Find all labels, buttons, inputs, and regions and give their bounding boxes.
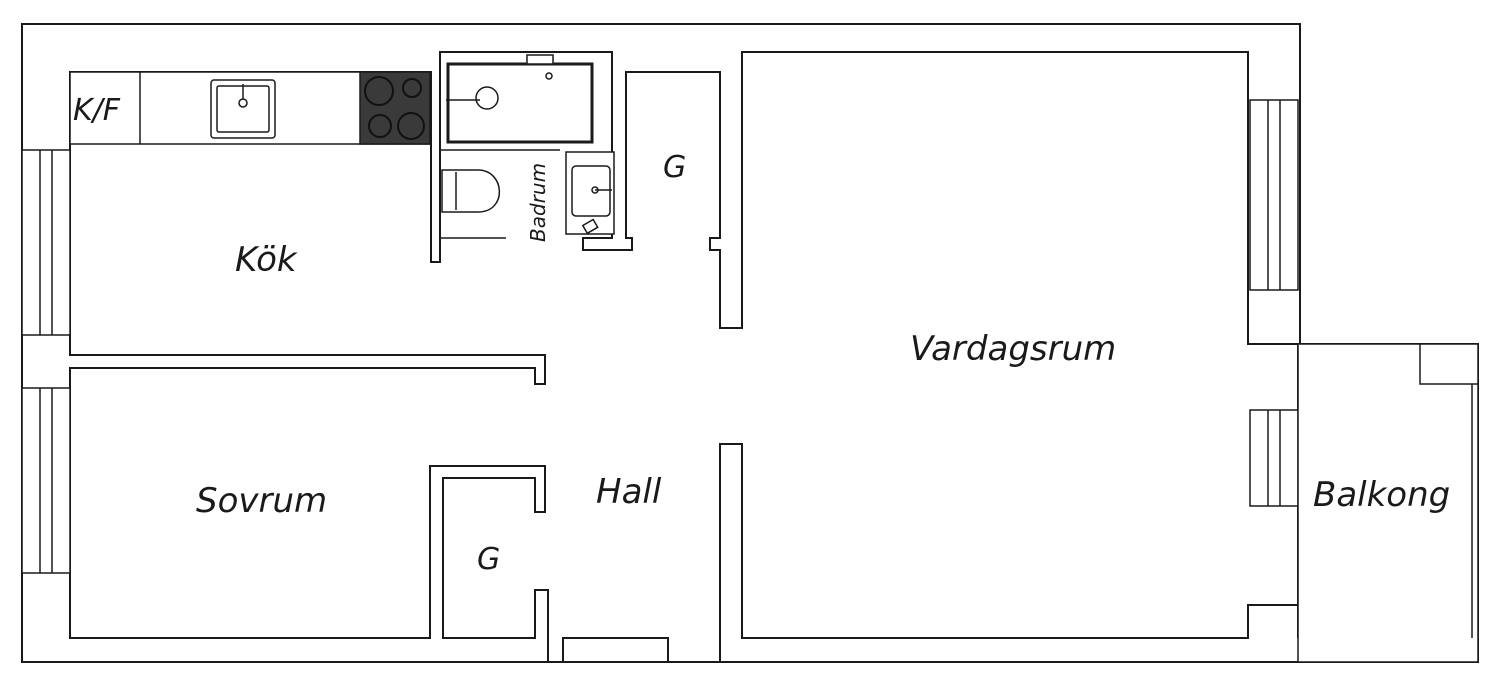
window-icon (1249, 409, 1299, 507)
bathtub-icon (446, 54, 594, 144)
stove-icon (359, 71, 431, 145)
bedroom-label: Sovrum (196, 481, 327, 521)
kitchen-label: Kök (235, 240, 298, 280)
washbasin-icon (565, 151, 615, 235)
window-icon (1249, 99, 1299, 291)
sink-icon (210, 79, 276, 139)
window-icon (21, 387, 71, 574)
bathroom-label: Badrum (526, 163, 550, 242)
balcony (1297, 343, 1479, 663)
window-icon (21, 149, 71, 336)
toilet-icon (441, 169, 501, 213)
living-room-label: Vardagsrum (910, 329, 1116, 369)
fridge-freezer-label: K/F (73, 93, 121, 128)
hall-label: Hall (596, 472, 662, 512)
closet-label-bottom: G (477, 542, 500, 577)
balcony-label: Balkong (1313, 475, 1450, 515)
closet-label-top: G (663, 150, 686, 185)
